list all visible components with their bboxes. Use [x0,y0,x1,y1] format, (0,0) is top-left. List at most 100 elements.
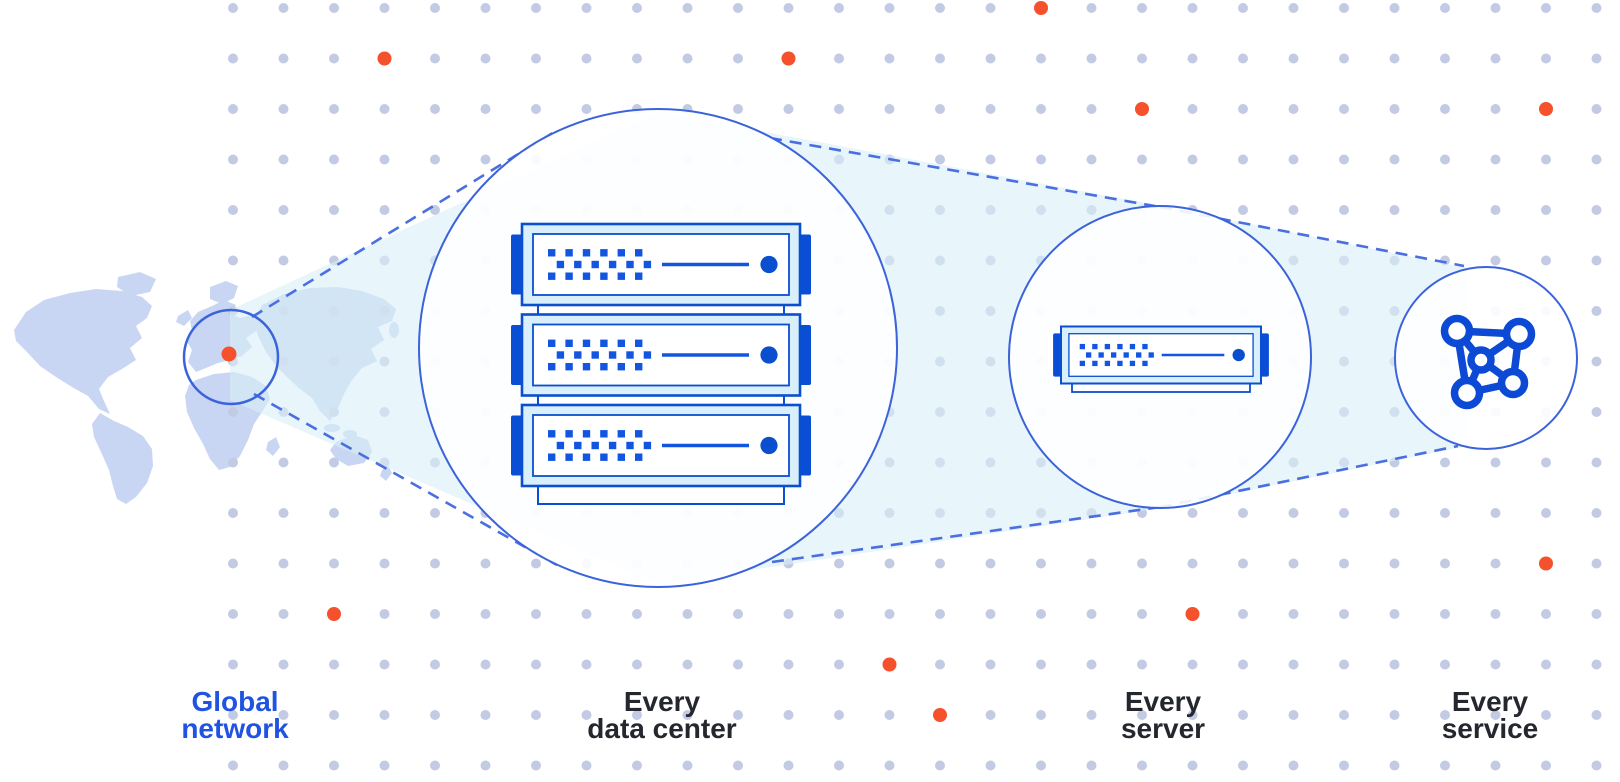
grid-dot [531,710,541,720]
grid-dot [1490,255,1501,266]
island-new-zealand [380,465,392,481]
server-led [1123,352,1129,358]
grid-dot [783,710,794,720]
grid-dot [1541,659,1551,670]
grid-dot [379,154,390,165]
server-led [1129,343,1136,350]
server-panel [532,233,790,296]
grid-dot [278,508,289,518]
grid-dot [783,609,794,619]
server-led [1142,343,1148,350]
location-dot [221,346,237,362]
mesh-node [1440,314,1474,348]
grid-dot [884,710,895,720]
mesh-node [1502,317,1536,351]
grid-dot [1440,205,1450,215]
grid-dot [1440,558,1450,569]
grid-dot [1490,3,1501,13]
accent-dot [1135,102,1149,116]
server-led [626,351,634,359]
grid-dot [278,104,289,114]
grid-dot [480,659,491,670]
grid-dot [278,659,289,670]
grid-dot [1137,53,1147,64]
grid-dot [985,3,996,13]
grid-dot [1288,609,1299,619]
grid-dot [783,3,794,13]
accent-dot [882,657,897,672]
grid-dot [632,3,642,13]
grid-dot [228,104,238,114]
grid-dot [379,609,390,619]
server-led [548,339,556,347]
server-led [582,272,591,280]
continent-scandinavia [210,281,238,304]
grid-dot [1238,609,1248,619]
grid-dot [430,659,440,670]
grid-dot [1389,154,1400,165]
mesh-node [1450,376,1484,410]
grid-dot [1490,53,1501,64]
grid-dot [228,205,238,215]
grid-dot [1238,154,1248,165]
server-led [1092,343,1098,350]
grid-dot [632,609,642,619]
service-label-line1: Every [1452,686,1529,717]
grid-dot [1288,104,1299,114]
grid-dot [430,760,440,771]
server-led [635,363,643,371]
server-led [643,441,652,450]
grid-dot [278,710,289,720]
grid-dot [1086,558,1097,569]
server-led [1117,360,1123,367]
server-led [600,453,608,461]
grid-dot [430,3,440,13]
server-led [1092,360,1098,367]
grid-dot [1591,407,1602,417]
server-led [1129,360,1136,367]
grid-dot [1389,3,1400,13]
grid-dot [228,609,238,619]
grid-dot [1389,760,1400,771]
grid-dot [1591,508,1602,518]
grid-dot [480,609,491,619]
grid-dot [834,3,844,13]
grid-dot [1591,710,1602,720]
grid-dot [1036,659,1046,670]
server-led [565,272,573,280]
grid-dot [1137,154,1147,165]
server-led [600,363,608,371]
accent-dot [1539,556,1553,571]
accent-dot [1034,1,1048,15]
grid-dot [834,760,844,771]
continent-greenland [117,272,156,296]
grid-dot [1389,659,1400,670]
grid-dot [430,508,440,518]
grid-dot [985,154,996,165]
server-power-dot [1232,348,1245,362]
grid-dot [884,53,895,64]
grid-dot [379,558,390,569]
grid-dot [884,760,895,771]
grid-dot [1440,154,1450,165]
grid-dot [1036,104,1046,114]
grid-dot [228,457,238,468]
grid-dot [531,659,541,670]
server-led [608,351,617,359]
grid-dot [228,760,238,771]
grid-dot [1238,710,1248,720]
grid-dot [278,255,289,266]
grid-dot [430,710,440,720]
grid-dot [935,3,945,13]
server-led [565,339,573,347]
grid-dot [1541,508,1551,518]
grid-dot [834,104,844,114]
grid-dot [733,710,743,720]
server-led [591,441,599,450]
grid-dot [783,104,794,114]
server-led [635,249,643,257]
server-led [1111,352,1117,358]
grid-dot [480,53,491,64]
grid-dot [733,760,743,771]
grid-dot [1339,659,1349,670]
